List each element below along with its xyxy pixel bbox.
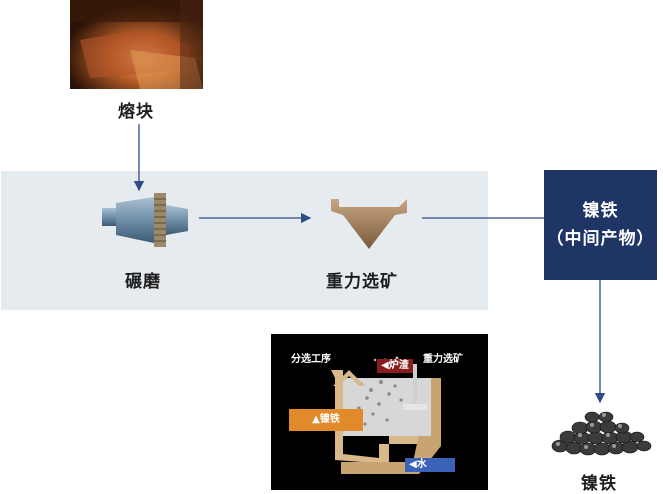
crusher-icon (102, 191, 188, 253)
inset-ferronickel-tag: ▲镍铁 (289, 409, 363, 431)
ferronickel-pile-icon (540, 404, 660, 460)
separation-inset: 分选工序 ◀炉渣 重力选矿 ▲镍铁 ◀水 (271, 334, 488, 490)
inset-slag-tag: ◀炉渣 (377, 359, 413, 373)
gravity-label: 重力选矿 (326, 267, 398, 292)
inset-slag-label: 炉渣 (389, 360, 409, 371)
inset-gravity-label: 重力选矿 (423, 350, 463, 365)
intermediate-product-note: （中间产物） (547, 225, 655, 253)
final-product-label: 镍铁 (581, 469, 617, 494)
intermediate-product-box: 镍铁 （中间产物） (544, 170, 657, 280)
inset-water-tag: ◀水 (405, 458, 455, 472)
crushing-label: 碾磨 (125, 267, 161, 292)
inset-ferronickel-label: 镍铁 (320, 414, 340, 425)
intermediate-product-name: 镍铁 (583, 197, 619, 225)
inset-water-label: 水 (417, 459, 427, 470)
inset-separation-label: 分选工序 (291, 350, 331, 365)
gravity-separator-icon (325, 193, 409, 257)
